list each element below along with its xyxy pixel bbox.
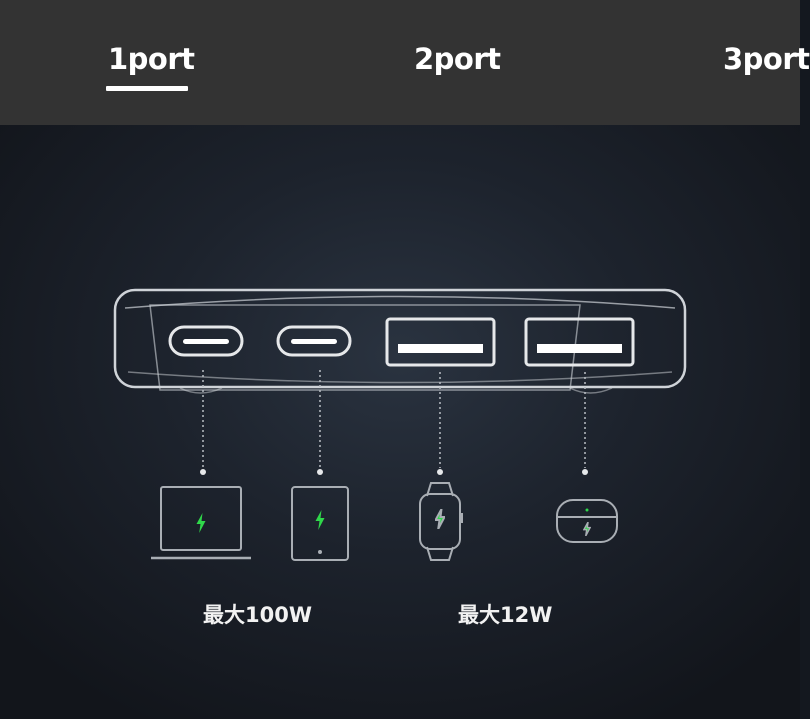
earbuds-case-icon bbox=[556, 499, 618, 543]
power-bank-icon bbox=[113, 288, 687, 394]
usb-c-port-1 bbox=[168, 325, 244, 357]
port-illustration: 最大100W 最大12W bbox=[0, 125, 800, 719]
power-bank-diagram bbox=[113, 288, 687, 561]
usb-a-max-power-label: 最大12W bbox=[458, 603, 553, 627]
tablet-icon bbox=[291, 486, 349, 561]
port-tab-bar: 1port 2port 3port bbox=[0, 0, 810, 125]
usb-a-port-2 bbox=[524, 317, 635, 367]
active-tab-indicator bbox=[106, 86, 188, 91]
tab-2port[interactable]: 2port bbox=[414, 42, 501, 76]
laptop-icon bbox=[151, 486, 251, 560]
tab-1port[interactable]: 1port bbox=[108, 42, 195, 76]
tab-3port[interactable]: 3port bbox=[723, 42, 810, 76]
usb-c-port-2 bbox=[276, 325, 352, 357]
smartwatch-icon bbox=[419, 482, 463, 561]
usb-c-max-power-label: 最大100W bbox=[203, 603, 312, 627]
connector-lines bbox=[200, 370, 588, 475]
usb-a-port-1 bbox=[385, 317, 496, 367]
